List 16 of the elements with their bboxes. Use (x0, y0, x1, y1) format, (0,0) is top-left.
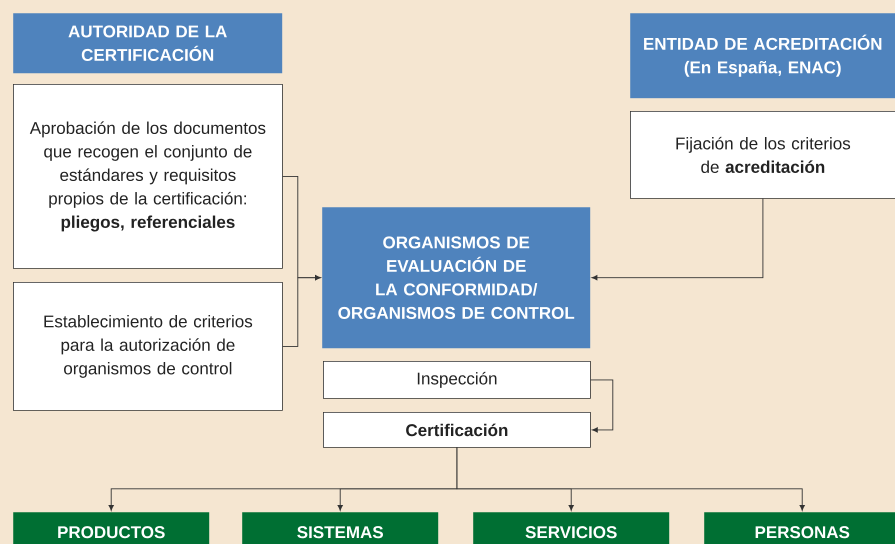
category-box: PERSONAS (704, 512, 895, 544)
text-box: Fijación de los criterios de acreditación (630, 111, 895, 199)
text-box: Aprobación de los documentos que recogen el conjunto de estándares y requisitos propios de la certificación: pliegos, referenciales (13, 84, 283, 269)
header-box: ORGANISMOS DE EVALUACIÓN DE LA CONFORMIDAD/ ORGANISMOS DE CONTROL (322, 207, 590, 348)
header-box: ENTIDAD DE ACREDITACIÓN (En España, ENAC) (630, 13, 895, 98)
text-box: Establecimiento de criterios para la autorización de organismos de control (13, 282, 283, 411)
arrow (282, 275, 321, 347)
header-box: AUTORIDAD DE LA CERTIFICACIÓN (13, 13, 282, 74)
arrow (592, 198, 764, 280)
category-box: SISTEMAS (242, 512, 438, 544)
arrow (590, 379, 614, 433)
category-box: SERVICIOS (473, 512, 670, 544)
arrow (456, 447, 805, 511)
text-box: Certificación (323, 412, 591, 448)
category-box: PRODUCTOS (13, 512, 210, 544)
text-box: Inspección (323, 361, 591, 399)
